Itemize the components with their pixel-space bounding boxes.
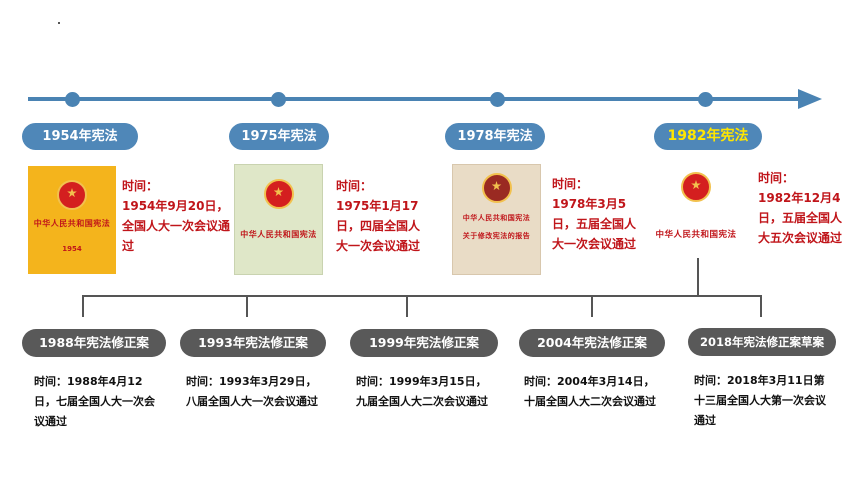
desc-text-1982: 1982年12月4日，五届全国人大五次会议通过	[758, 191, 843, 245]
desc-1954: 时间： 1954年9月20日，全国人大一次会议通过	[122, 176, 230, 256]
constitution-1978-cover: 中华人民共和国宪法 关于修改宪法的报告	[452, 164, 541, 275]
national-emblem-icon	[57, 180, 87, 210]
constitution-1982-cover: 中华人民共和国宪法	[652, 166, 740, 274]
constitution-1975-cover: 中华人民共和国宪法	[234, 164, 323, 275]
doc-title-1978: 中华人民共和国宪法	[462, 213, 531, 222]
national-emblem-icon	[481, 173, 512, 203]
timeline-line	[28, 97, 800, 101]
amendment-2004-label[interactable]: 2004年宪法修正案	[519, 329, 665, 357]
time-label: 时间：	[552, 177, 589, 191]
time-label: 时间：	[758, 171, 795, 185]
timeline-dot-1975	[271, 92, 286, 107]
national-emblem-icon	[263, 179, 294, 209]
doc-year-1954: 1954	[62, 245, 82, 253]
amendment-bracket	[82, 295, 762, 297]
doc-title-1982: 中华人民共和国宪法	[655, 230, 737, 240]
constitution-1954-cover: 中华人民共和国宪法 1954	[28, 166, 116, 274]
label-1954-constitution[interactable]: 1954年宪法	[22, 123, 138, 150]
decorative-dot	[58, 22, 60, 24]
doc-title-1954: 中华人民共和国宪法	[33, 218, 111, 228]
timeline-dot-1954	[65, 92, 80, 107]
label-1975-constitution[interactable]: 1975年宪法	[229, 123, 329, 150]
desc-text-1954: 1954年9月20日，全国人大一次会议通过	[122, 199, 231, 253]
amendment-2004-desc: 时间：2004年3月14日，十届全国人大二次会议通过	[524, 375, 656, 408]
desc-1975: 时间： 1975年1月17日，四届全国人大一次会议通过	[336, 176, 430, 256]
national-emblem-icon	[681, 172, 711, 202]
label-1978-constitution[interactable]: 1978年宪法	[445, 123, 545, 150]
amendment-1999-label[interactable]: 1999年宪法修正案	[350, 329, 498, 357]
timeline-arrow-icon	[798, 89, 822, 109]
desc-1978: 时间： 1978年3月5日，五届全国人大一次会议通过	[552, 174, 646, 254]
time-label: 时间：	[122, 179, 159, 193]
amendment-1988-desc: 时间：1988年4月12日，七届全国人大一次会议通过	[34, 375, 155, 428]
desc-text-1978: 1978年3月5日，五届全国人大一次会议通过	[552, 197, 637, 251]
amendment-1988-label[interactable]: 1988年宪法修正案	[22, 329, 166, 357]
amendment-1993-label[interactable]: 1993年宪法修正案	[180, 329, 326, 357]
bracket-connector	[697, 258, 699, 297]
amendment-2018-label[interactable]: 2018年宪法修正案草案	[688, 328, 836, 356]
desc-1982: 时间： 1982年12月4日，五届全国人大五次会议通过	[758, 168, 842, 248]
time-label: 时间：	[336, 179, 373, 193]
desc-text-1975: 1975年1月17日，四届全国人大一次会议通过	[336, 199, 421, 253]
timeline-dot-1978	[490, 92, 505, 107]
timeline-dot-1982	[698, 92, 713, 107]
amendment-1999-desc: 时间：1999年3月15日，九届全国人大二次会议通过	[356, 375, 488, 408]
bracket-tick	[82, 295, 84, 317]
bracket-tick	[406, 295, 408, 317]
bracket-tick	[760, 295, 762, 317]
label-1982-constitution[interactable]: 1982年宪法	[654, 123, 762, 150]
amendment-2018-desc: 时间：2018年3月11日第十三届全国人大第一次会议通过	[694, 374, 826, 427]
doc-title-1975: 中华人民共和国宪法	[240, 229, 317, 239]
bracket-tick	[246, 295, 248, 317]
bracket-tick	[591, 295, 593, 317]
doc-subtitle-1978: 关于修改宪法的报告	[462, 231, 531, 240]
amendment-1993-desc: 时间：1993年3月29日，八届全国人大一次会议通过	[186, 375, 318, 408]
